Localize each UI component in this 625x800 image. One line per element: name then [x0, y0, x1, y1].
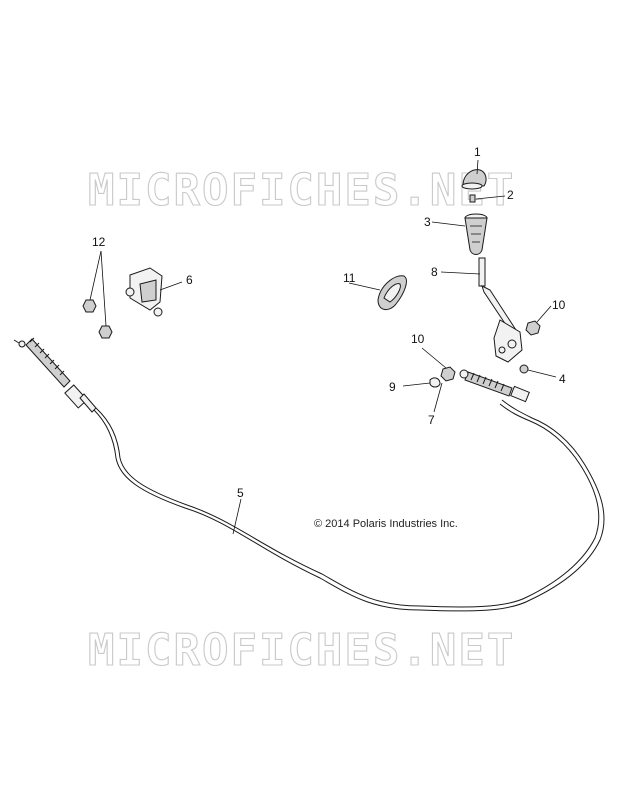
callout-7: 7 — [428, 413, 435, 427]
mounting-bracket — [125, 267, 163, 317]
callout-10-center: 10 — [411, 332, 425, 346]
nut-10-right — [525, 320, 541, 336]
watermark-top: MICROFICHES.NET — [88, 165, 515, 216]
watermark-bottom: MICROFICHES.NET — [88, 625, 515, 676]
callout-8: 8 — [431, 265, 438, 279]
cable-left-end — [13, 337, 121, 459]
set-screw — [469, 194, 476, 203]
nut-12a — [82, 299, 97, 313]
washer — [519, 364, 529, 374]
cable-right-end — [459, 369, 530, 403]
callout-12: 12 — [92, 235, 106, 249]
shift-knob-cap — [461, 169, 487, 190]
callout-2: 2 — [507, 188, 514, 202]
callout-6: 6 — [186, 273, 193, 287]
retaining-clip — [429, 377, 441, 388]
shift-cable — [13, 337, 605, 612]
callout-1: 1 — [474, 145, 481, 159]
callout-10-right: 10 — [552, 298, 566, 312]
shift-lever — [478, 257, 523, 363]
copyright-notice: © 2014 Polaris Industries Inc. — [314, 518, 458, 530]
callout-3: 3 — [424, 215, 431, 229]
nut-12b — [98, 325, 113, 339]
callout-4: 4 — [559, 372, 566, 386]
leader-lines — [89, 159, 557, 535]
callout-9: 9 — [389, 380, 396, 394]
shifter-boot — [377, 275, 407, 310]
callout-11: 11 — [343, 271, 356, 285]
callout-5: 5 — [237, 486, 244, 500]
nut-10-center — [440, 366, 456, 382]
shift-knob-body — [464, 213, 488, 255]
